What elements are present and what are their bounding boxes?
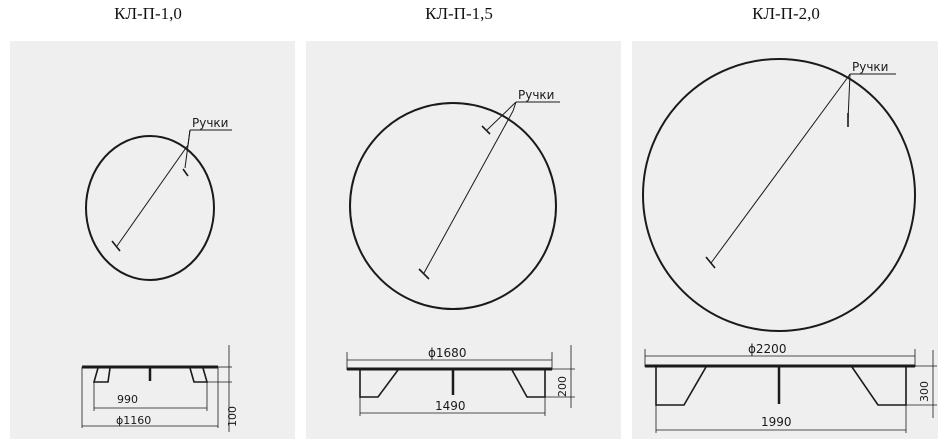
top-diameter-label: ϕ1680 <box>428 346 466 360</box>
height-label: 100 <box>226 406 239 427</box>
top-diameter-label: ϕ2200 <box>748 342 786 356</box>
height-label: 200 <box>556 376 569 397</box>
lid-leg-right <box>511 369 546 398</box>
side-view-kl-p-1-5: ϕ1680 1490 200 <box>346 345 575 416</box>
lid-leg-left <box>655 366 707 406</box>
leader-line <box>184 129 191 169</box>
handles-label: Ручки <box>518 88 554 102</box>
plan-view-kl-p-1-0: Ручки <box>85 116 232 281</box>
handle-mark <box>705 256 716 269</box>
bottom-width-label: 1990 <box>761 415 792 429</box>
lid-outline-top-view <box>349 102 557 310</box>
lid-outline-top-view <box>85 135 215 281</box>
plan-view-kl-p-1-5: Ручки <box>349 88 560 310</box>
lid-leg-right <box>851 366 907 406</box>
handle-line <box>710 76 849 264</box>
handles-label: Ручки <box>192 116 228 130</box>
side-view-kl-p-1-0: 990 ϕ1160 100 <box>81 345 239 432</box>
title-kl-p-1-0: КЛ-П-1,0 <box>114 4 182 23</box>
lid-leg-left <box>92 367 111 383</box>
title-kl-p-2-0: КЛ-П-2,0 <box>752 4 820 23</box>
handle-mark <box>182 168 189 177</box>
height-label: 300 <box>918 381 931 402</box>
bottom-width-label: 1490 <box>435 399 466 413</box>
leader-line <box>847 73 851 121</box>
leader-line <box>512 101 517 112</box>
panel-kl-p-2-0 <box>632 41 938 439</box>
leader-line <box>486 101 517 131</box>
handle-line <box>423 110 514 274</box>
title-kl-p-1-5: КЛ-П-1,5 <box>425 4 493 23</box>
handles-label: Ручки <box>852 60 888 74</box>
top-diameter-label: ϕ1160 <box>116 414 151 427</box>
plan-view-kl-p-2-0: Ручки <box>642 58 916 332</box>
lid-outline-top-view <box>642 58 916 332</box>
bottom-width-label: 990 <box>117 393 138 406</box>
lid-leg-left <box>359 369 399 398</box>
handle-mark <box>481 125 491 135</box>
side-view-kl-p-2-0: ϕ2200 1990 300 <box>644 342 937 433</box>
lid-leg-right <box>189 367 209 383</box>
handle-mark <box>111 240 121 252</box>
panel-kl-p-1-0 <box>10 41 295 439</box>
handle-line <box>116 144 189 247</box>
panel-kl-p-1-5 <box>306 41 621 439</box>
handle-mark <box>418 268 430 280</box>
